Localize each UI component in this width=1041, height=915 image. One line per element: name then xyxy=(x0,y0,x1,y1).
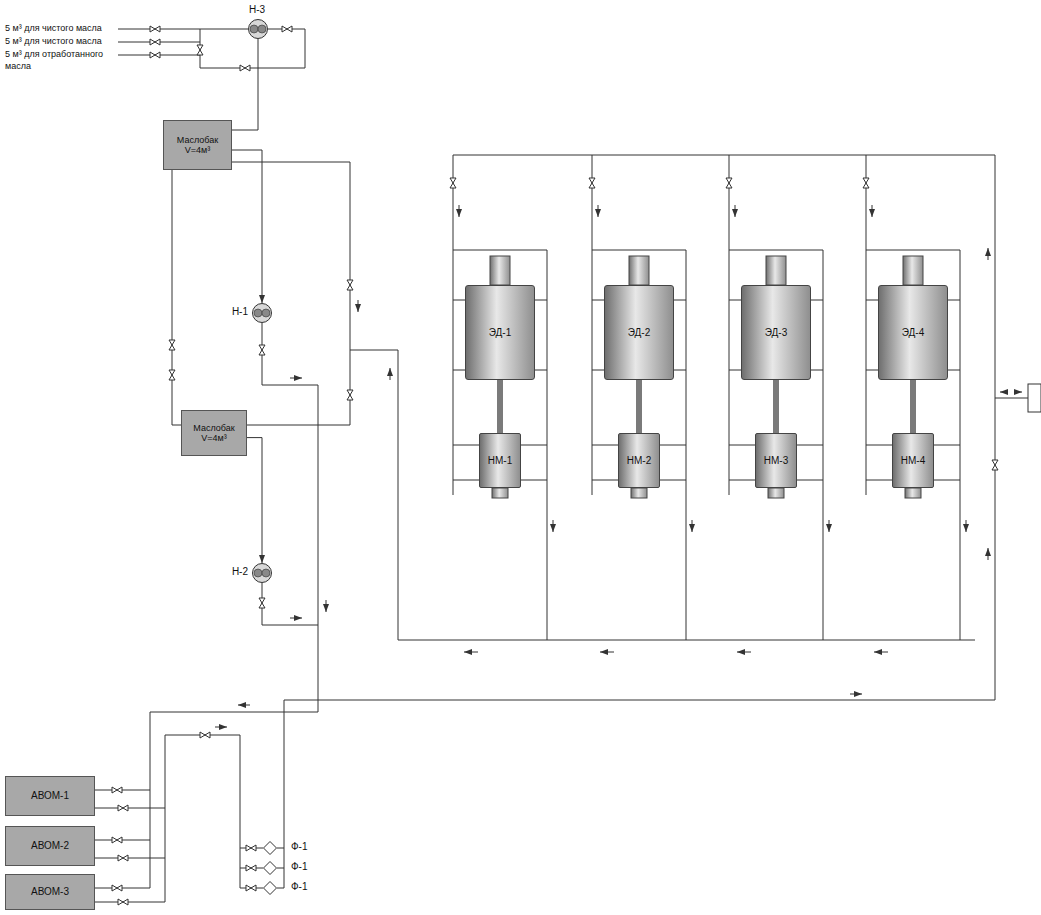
oil-pump-unit: НМ-1 xyxy=(479,433,521,488)
unit-piping xyxy=(863,155,966,640)
oil-tank: Маслобак V=4м³ xyxy=(163,120,232,170)
filter: Ф-1 xyxy=(263,841,277,855)
pump-symbol xyxy=(252,303,272,323)
electric-motor: ЭД-3 xyxy=(741,285,811,380)
node-label: АВОМ-3 xyxy=(31,886,69,898)
node-label: НМ-2 xyxy=(627,455,651,467)
filter: Ф-1 xyxy=(263,881,277,895)
pump: Н-2 xyxy=(252,563,272,583)
node-label: НМ-1 xyxy=(488,455,512,467)
node-label: НМ-4 xyxy=(901,455,925,467)
shaft xyxy=(636,380,642,433)
node-label: Н-2 xyxy=(232,566,248,578)
oil-pump-unit: НМ-3 xyxy=(755,433,797,488)
node-label: Н-1 xyxy=(232,306,248,318)
node-label: ЭД-2 xyxy=(628,327,651,339)
filter-symbol xyxy=(263,881,277,895)
air-cooler: АВОМ-3 xyxy=(5,874,95,910)
node-label: ЭД-4 xyxy=(902,327,925,339)
node-label: НМ-3 xyxy=(764,455,788,467)
node-label: Ф-1 xyxy=(291,841,308,853)
tank-line-label: 5 м³ для чистого масла xyxy=(5,36,117,48)
pump-symbol xyxy=(248,19,268,39)
shaft xyxy=(497,380,503,433)
node-label: ЭД-1 xyxy=(489,327,512,339)
unit-piping xyxy=(589,155,692,640)
node-label: ЭД-3 xyxy=(765,327,788,339)
node-label: Ф-1 xyxy=(291,881,308,893)
node-label: Ф-1 xyxy=(291,861,308,873)
pipe xyxy=(247,438,262,563)
oil-tank: Маслобак V=4м³ xyxy=(181,410,247,456)
filter-symbol xyxy=(263,861,277,875)
pump: Н-1 xyxy=(252,303,272,323)
electric-motor: ЭД-4 xyxy=(878,285,948,380)
air-cooler: АВОМ-2 xyxy=(5,826,95,866)
pipe xyxy=(232,39,258,130)
oil-pump-unit: НМ-4 xyxy=(892,433,934,488)
node-label: АВОМ-2 xyxy=(31,840,69,852)
air-cooler: АВОМ-1 xyxy=(5,776,95,816)
filter-symbol xyxy=(263,841,277,855)
pump: Н-3 xyxy=(248,19,268,39)
tank-line-label: 5 м³ для чистого масла xyxy=(5,23,117,35)
electric-motor: ЭД-1 xyxy=(465,285,535,380)
oil-pump-unit: НМ-2 xyxy=(618,433,660,488)
shaft xyxy=(773,380,779,433)
filter: Ф-1 xyxy=(263,861,277,875)
unit-piping xyxy=(726,155,829,640)
unit-piping xyxy=(450,155,553,640)
pump-symbol xyxy=(252,563,272,583)
node-label: Маслобак V=4м³ xyxy=(184,423,244,444)
node-label: Маслобак V=4м³ xyxy=(166,135,229,156)
tank-line-label: 5 м³ для отработанного масла xyxy=(5,49,117,72)
node-label: Н-3 xyxy=(249,4,265,16)
pipe xyxy=(232,150,262,303)
node-label: АВОМ-1 xyxy=(31,790,69,802)
shaft xyxy=(910,380,916,433)
electric-motor: ЭД-2 xyxy=(604,285,674,380)
